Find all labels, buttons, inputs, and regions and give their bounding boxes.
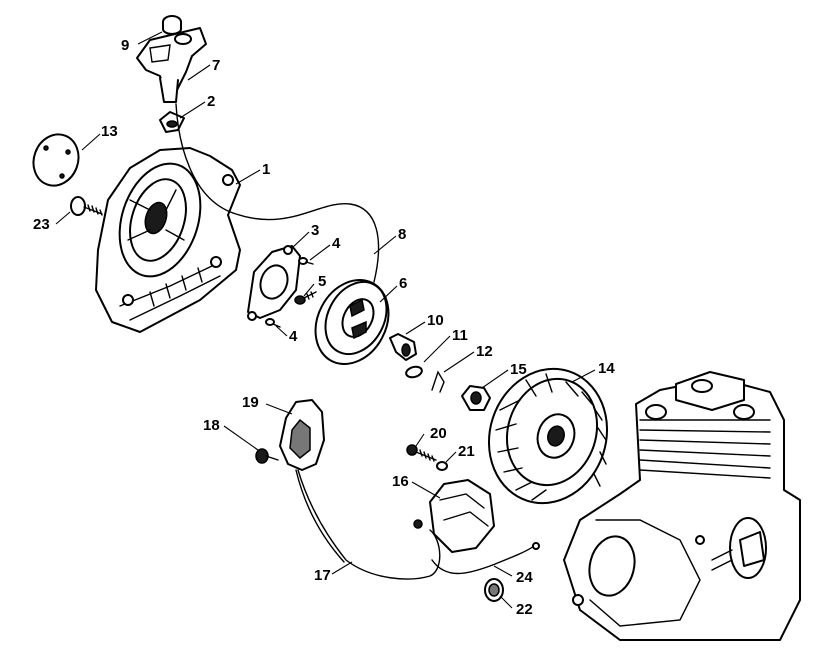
callout-13: 13: [101, 123, 118, 140]
part-10-pawl: [389, 333, 417, 361]
engine-assembly: [563, 371, 801, 641]
part-21-washer: [436, 461, 448, 471]
part-13-cover-disc: [32, 133, 80, 187]
callout-3: 3: [311, 222, 319, 239]
callout-4-top: 4: [332, 235, 341, 252]
callout-5: 5: [318, 273, 326, 290]
callout-20: 20: [430, 425, 447, 442]
callout-19: 19: [242, 394, 259, 411]
callout-11: 11: [452, 327, 468, 344]
part-12-spring-wire: [431, 370, 445, 393]
callout-8: 8: [398, 226, 406, 243]
part-9-cap: [162, 15, 182, 35]
callout-6: 6: [399, 275, 407, 292]
part-2-rope-guide: [159, 111, 185, 133]
callout-14: 14: [598, 360, 615, 377]
part-14-flywheel: [487, 367, 609, 505]
callout-2: 2: [207, 93, 215, 110]
part-5-screw: [294, 291, 317, 305]
callout-17: 17: [314, 567, 331, 584]
part-6-rope-rotor: [314, 278, 390, 366]
part-3-spring-cover: [247, 245, 301, 321]
part-19-deflector: [279, 399, 325, 471]
part-15-nut: [461, 385, 491, 411]
part-23-screw: [70, 196, 103, 216]
part-20-screw: [406, 444, 437, 462]
callout-21: 21: [458, 443, 475, 460]
callout-7: 7: [212, 57, 220, 74]
part-8-starter-rope: [175, 103, 380, 283]
callout-9: 9: [121, 37, 129, 54]
callout-15: 15: [510, 361, 527, 378]
callout-10: 10: [427, 312, 444, 329]
part-16-ignition-module: [413, 479, 495, 553]
part-1-fan-housing: [95, 147, 241, 333]
callout-16: 16: [392, 473, 409, 490]
callout-23: 23: [33, 216, 50, 233]
callout-12: 12: [476, 343, 493, 360]
part-22-grommet: [484, 578, 504, 602]
part-4-screw-top: [298, 257, 314, 265]
part-7-starter-handle: [136, 27, 207, 103]
callout-18: 18: [203, 417, 220, 434]
callout-22: 22: [516, 601, 533, 618]
part-18-screw: [255, 448, 279, 464]
callout-24: 24: [516, 569, 533, 586]
callout-1: 1: [262, 161, 270, 178]
part-11-spring-clip: [405, 365, 423, 379]
callout-4-bottom: 4: [289, 328, 298, 345]
part-17-ignition-lead: [297, 469, 441, 580]
part-4-screw-bottom: [265, 318, 281, 328]
leader-lines: [55, 31, 596, 609]
part-24-ground-wire: [431, 545, 535, 575]
callout-labels: 9 7 2 13 23 1 3 4 8 5 6 4 10 11 12 15 14…: [33, 37, 615, 618]
